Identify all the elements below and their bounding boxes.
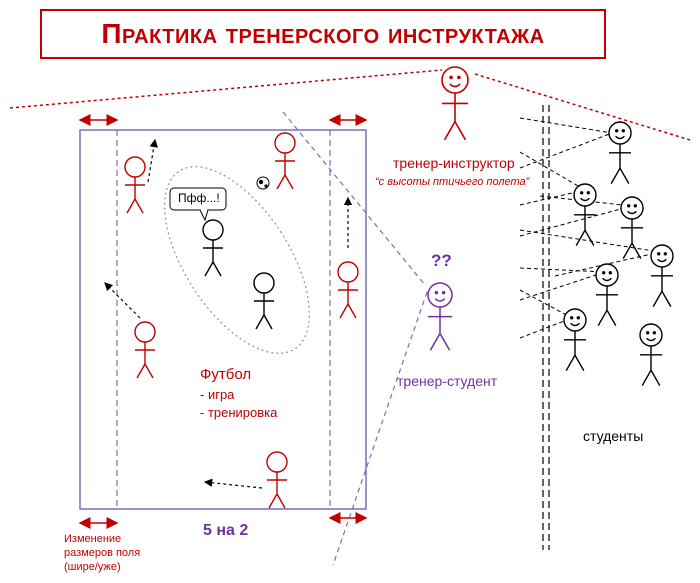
field-size-line-2: размеров поля [64,547,141,559]
student-5 [595,263,619,326]
player-red-3 [337,261,359,319]
player-black-2 [253,272,275,330]
student-4 [650,244,674,307]
instructor-sightline-right [474,73,691,141]
player-black-1 [202,219,224,277]
student-7 [639,323,663,386]
title-box: Практика тренерского инструктажа [40,9,606,59]
students-sightlines [519,117,661,339]
football-title: Футбол [200,366,252,383]
instructor-sightline-left [9,69,443,109]
field-size-line-3: (шире/уже) [64,561,121,573]
student-coach-figure [427,282,453,351]
player-red-4 [134,321,156,379]
speech-bubble [169,187,227,222]
player-red-5 [266,451,288,509]
student-coach-mark: ?? [431,251,452,270]
instructor-figure [441,66,469,141]
move-arrow-4 [203,478,263,489]
students-label: студенты [583,428,644,444]
instructor-note: “с высоты птичьего полета” [375,176,530,188]
student-2 [573,183,597,246]
player-red-2 [274,132,296,190]
student-coach-sightline-bottom [332,291,428,566]
group-ellipse [163,166,311,354]
student-3 [620,196,644,259]
speech-bubble-text: Пфф...! [178,191,220,205]
format-label: 5 на 2 [203,522,249,539]
player-red-1 [124,156,146,214]
football-item-training: - тренировка [200,405,278,420]
student-6 [563,308,587,371]
move-arrow-1 [147,138,158,183]
move-arrow-2 [104,282,141,319]
student-coach-sightline-top [282,111,426,286]
ball-icon [256,176,270,190]
field-size-line-1: Изменение [64,533,122,545]
football-item-game: - игра [200,387,235,402]
page-title: Практика тренерского инструктажа [101,18,545,49]
football-field [79,129,367,510]
instructor-label: тренер-инструктор [393,155,515,171]
student-1 [608,121,632,184]
student-coach-label: тренер-студент [397,373,498,389]
